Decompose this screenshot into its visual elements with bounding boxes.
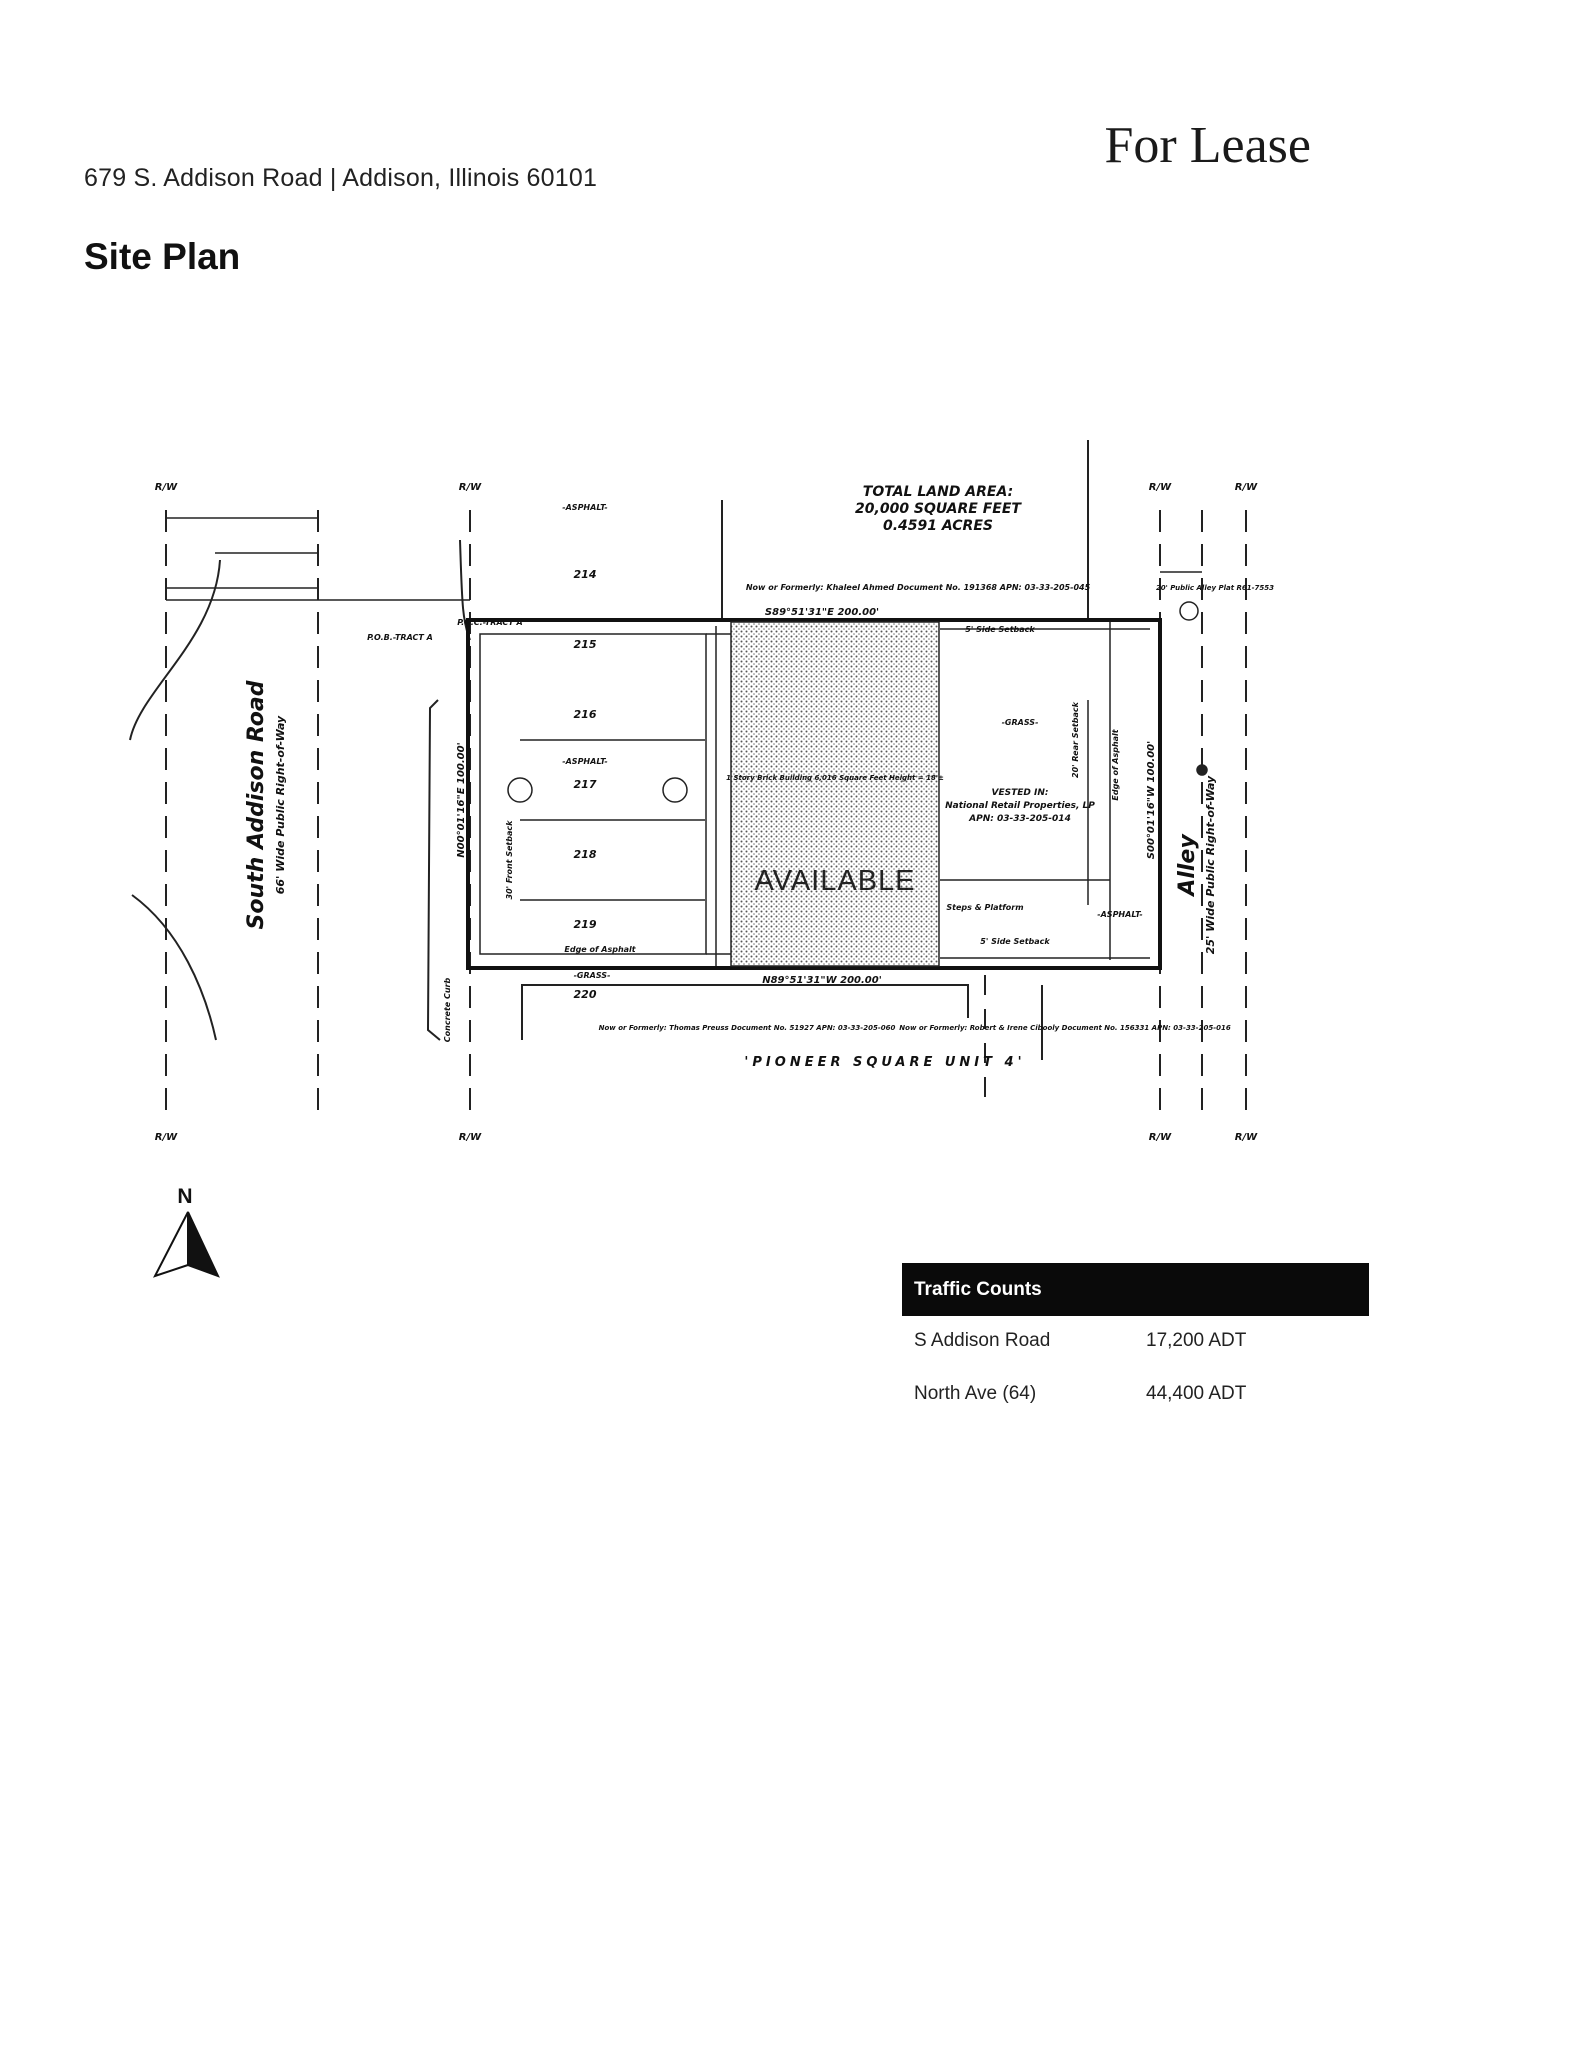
- side-setback-south: 5' Side Setback: [980, 937, 1050, 946]
- asphalt-label-parking: -ASPHALT-: [562, 757, 607, 766]
- available-area: [730, 621, 940, 967]
- alley-plat-note: 20' Public Alley Plat R61-7553: [1156, 584, 1274, 592]
- rw-label-2: R/W: [459, 482, 482, 493]
- road-name: North Ave (64): [914, 1383, 1037, 1404]
- rw-label-6: R/W: [459, 1132, 482, 1143]
- rw-label-3: R/W: [1149, 482, 1172, 493]
- north-bearing: S89°51'31"E 200.00': [765, 607, 879, 618]
- asphalt-label-north: -ASPHALT-: [562, 503, 607, 512]
- pob-tract-a: P.O.B.-TRACT A: [367, 633, 433, 642]
- traffic-count: 17,200 ADT: [1146, 1330, 1247, 1351]
- east-road-width: 25' Wide Public Right-of-Way: [1204, 775, 1217, 954]
- table-row: North Ave (64) 44,400 ADT: [902, 1369, 1369, 1422]
- total-land-area-sqft: 20,000 SQUARE FEET: [855, 501, 1022, 517]
- traffic-counts-title: Traffic Counts: [902, 1263, 1369, 1316]
- building-note: 1 Story Brick Building 6,016 Square Feet…: [726, 774, 944, 782]
- owner-apn: APN: 03-33-205-014: [968, 814, 1071, 824]
- rw-label-7: R/W: [1149, 1132, 1172, 1143]
- lot-220: 220: [574, 988, 597, 1001]
- table-row: S Addison Road 17,200 ADT: [902, 1316, 1369, 1369]
- south-bearing: N89°51'31"W 200.00': [762, 975, 882, 986]
- rw-label-5: R/W: [155, 1132, 178, 1143]
- steps-platform: Steps & Platform: [946, 903, 1023, 912]
- traffic-counts-table: Traffic Counts S Addison Road 17,200 ADT…: [902, 1263, 1369, 1422]
- listing-status: For Lease: [1104, 117, 1311, 174]
- available-label: AVAILABLE: [754, 865, 915, 897]
- subdivision-label: 'PIONEER SQUARE UNIT 4': [744, 1055, 1025, 1070]
- owner-name: National Retail Properties, LP: [945, 801, 1095, 811]
- total-land-area-label: TOTAL LAND AREA:: [863, 484, 1013, 500]
- lot-218: 218: [574, 848, 597, 861]
- edge-of-asphalt-east: Edge of Asphalt: [1111, 728, 1120, 800]
- lot-216: 216: [574, 708, 597, 721]
- lot-217: 217: [574, 778, 597, 791]
- south-neighbor-2-note: Now or Formerly: Robert & Irene Cibooly …: [899, 1024, 1231, 1032]
- concrete-curb-label: Concrete Curb: [443, 978, 452, 1043]
- south-neighbor-1-note: Now or Formerly: Thomas Preuss Document …: [599, 1024, 896, 1032]
- rw-label-1: R/W: [155, 482, 178, 493]
- poc-tract-a: P.O.C.-TRACT A: [457, 618, 522, 627]
- west-road-name: South Addison Road: [244, 680, 269, 929]
- concrete-curb-southwest: [131, 894, 217, 1041]
- grass-label-south: -GRASS-: [574, 971, 611, 980]
- west-road-width: 66' Wide Public Right-of-Way: [274, 715, 287, 894]
- section-title: Site Plan: [84, 236, 241, 277]
- parcel-boundary: [466, 618, 1162, 970]
- lot-219: 219: [574, 918, 597, 931]
- vested-in-label: VESTED IN:: [992, 788, 1049, 798]
- north-neighbor-note: Now or Formerly: Khaleel Ahmed Document …: [746, 583, 1091, 592]
- property-address: 679 S. Addison Road | Addison, Illinois …: [84, 164, 598, 192]
- rw-label-8: R/W: [1235, 1132, 1258, 1143]
- side-setback-north: 5' Side Setback: [965, 625, 1035, 634]
- rw-label-4: R/W: [1235, 482, 1258, 493]
- front-setback: 30' Front Setback: [505, 820, 514, 900]
- total-land-area-acres: 0.4591 ACRES: [883, 518, 993, 534]
- asphalt-label-east: -ASPHALT-: [1097, 910, 1142, 919]
- grass-label: -GRASS-: [1002, 718, 1039, 727]
- north-label: N: [177, 1185, 192, 1208]
- east-bearing: S00°01'16"W 100.00': [1146, 741, 1157, 859]
- north-arrow-icon: N: [152, 1185, 220, 1278]
- east-road-name: Alley: [1175, 833, 1200, 898]
- rear-setback: 20' Rear Setback: [1071, 701, 1080, 778]
- lot-214: 214: [574, 568, 597, 581]
- west-bearing: N00°01'16"E 100.00': [456, 742, 467, 857]
- traffic-count: 44,400 ADT: [1146, 1383, 1247, 1404]
- concrete-curb-median: [426, 699, 441, 1041]
- road-name: S Addison Road: [914, 1330, 1051, 1351]
- concrete-curb-northwest: [129, 559, 221, 741]
- edge-of-asphalt: Edge of Asphalt: [564, 945, 636, 954]
- lot-215: 215: [574, 638, 597, 651]
- south-lot-line: [521, 984, 969, 1040]
